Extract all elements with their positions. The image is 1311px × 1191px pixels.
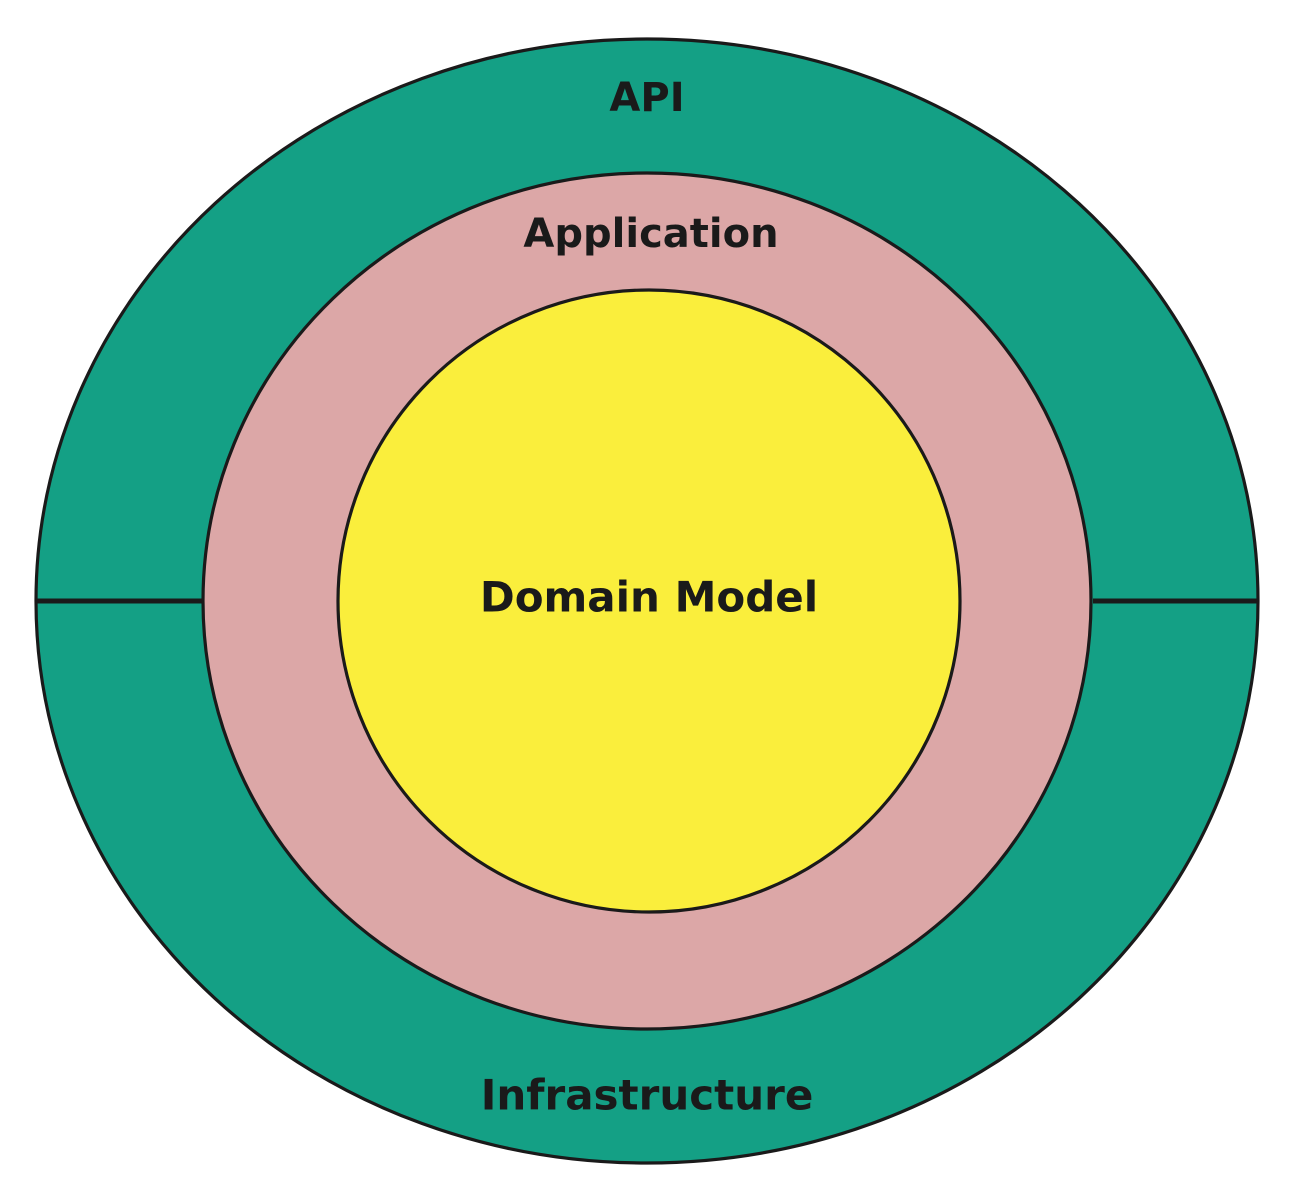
label-application: Application bbox=[523, 211, 778, 257]
label-api: API bbox=[609, 75, 684, 121]
label-domain-model: Domain Model bbox=[480, 573, 818, 622]
label-infrastructure: Infrastructure bbox=[481, 1071, 814, 1120]
inner-circle-domain-model[interactable] bbox=[336, 288, 962, 914]
